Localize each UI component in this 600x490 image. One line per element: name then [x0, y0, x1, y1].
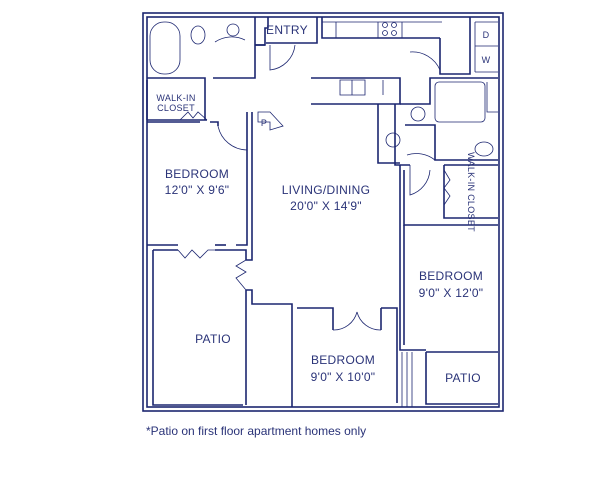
- walls: [142, 12, 504, 412]
- patio-label: PATIO: [445, 371, 481, 385]
- room-size: 20'0" X 14'9": [290, 199, 362, 213]
- walk-in-closet-label: WALK-IN: [156, 93, 195, 103]
- room-name: LIVING/DINING: [282, 183, 371, 197]
- entry-label: ENTRY: [266, 23, 308, 37]
- patio-label: PATIO: [195, 332, 231, 346]
- room-name: BEDROOM: [311, 353, 375, 367]
- room-size: 9'0" X 10'0": [311, 370, 376, 384]
- room-name: BEDROOM: [165, 167, 229, 181]
- room-size: 9'0" X 12'0": [419, 286, 484, 300]
- pantry-label: P: [261, 118, 267, 128]
- room-name: BEDROOM: [419, 269, 483, 283]
- washer-label: W: [482, 55, 491, 65]
- dryer-label: D: [483, 30, 490, 40]
- walk-in-closet-label: CLOSET: [157, 103, 195, 113]
- footnote: *Patio on first floor apartment homes on…: [146, 424, 367, 438]
- room-size: 12'0" X 9'6": [165, 183, 230, 197]
- walk-in-closet-right-label: WALK-IN CLOSET: [466, 152, 476, 232]
